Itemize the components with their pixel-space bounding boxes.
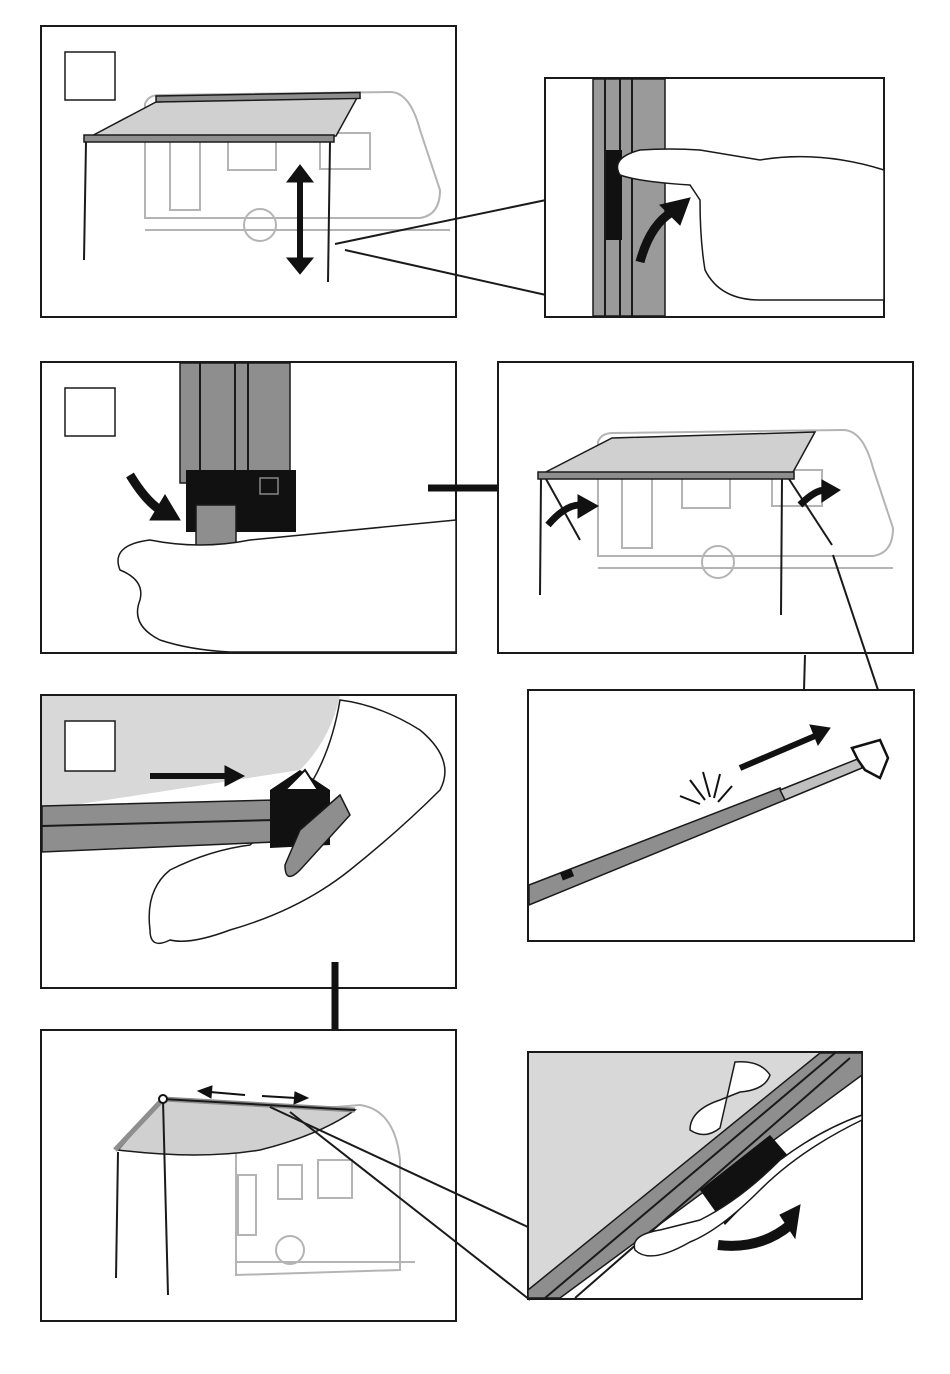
step-number-box-3 bbox=[65, 721, 115, 771]
front-bar bbox=[538, 472, 794, 479]
panel-fold-foot bbox=[41, 362, 456, 653]
panel-leg-button-detail bbox=[545, 78, 884, 317]
panel-rafter-click bbox=[528, 690, 914, 941]
step-number-box-2 bbox=[65, 388, 115, 436]
panel-rafter-insert bbox=[41, 695, 456, 988]
panel-tension bbox=[41, 1030, 530, 1321]
panel-rafters bbox=[498, 362, 913, 690]
panel-adjust-leg bbox=[41, 26, 546, 317]
step-number-box-1 bbox=[65, 52, 115, 100]
panel-tension-lever bbox=[528, 1052, 862, 1299]
leg-profile bbox=[593, 79, 665, 316]
front-bar bbox=[84, 135, 334, 142]
